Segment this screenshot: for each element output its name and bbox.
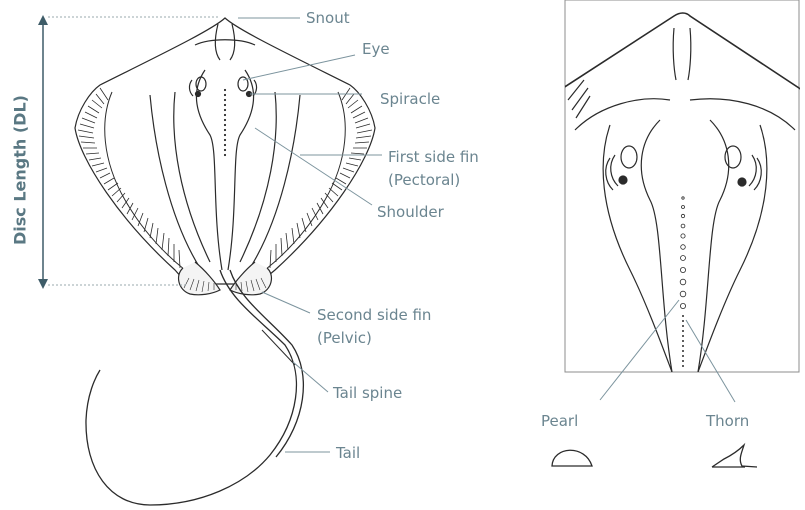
eye-leader: [243, 55, 355, 80]
thorn-shape-icon: [712, 445, 757, 467]
label-second-side-fin: Second side fin: [317, 305, 431, 325]
label-thorn: Thorn: [706, 411, 749, 431]
disc-length-marker: [38, 15, 220, 289]
shoulder-leader: [255, 128, 372, 205]
pelvic-leader: [262, 292, 310, 313]
tail-spine-leader: [293, 362, 328, 392]
left-fin-striations: [78, 88, 180, 268]
label-second-side-fin-sub: (Pelvic): [317, 328, 372, 348]
label-disc-length: Disc Length (DL): [2, 152, 38, 188]
right-fin-striations: [270, 88, 372, 268]
label-spiracle: Spiracle: [380, 89, 440, 109]
pearl-shape-icon: [552, 450, 592, 466]
label-snout: Snout: [306, 8, 350, 28]
tail: [86, 270, 296, 505]
label-shoulder: Shoulder: [377, 202, 444, 222]
stingray-full-illustration: [75, 18, 375, 505]
head-inset-panel: [560, 0, 805, 372]
dorsal-thorn-dots: [224, 89, 226, 156]
label-pearl: Pearl: [541, 411, 578, 431]
label-first-side-fin-sub: (Pectoral): [388, 170, 460, 190]
label-tail-spine: Tail spine: [333, 383, 402, 403]
label-eye: Eye: [362, 39, 390, 59]
label-first-side-fin: First side fin: [388, 147, 479, 167]
label-tail: Tail: [336, 443, 360, 463]
